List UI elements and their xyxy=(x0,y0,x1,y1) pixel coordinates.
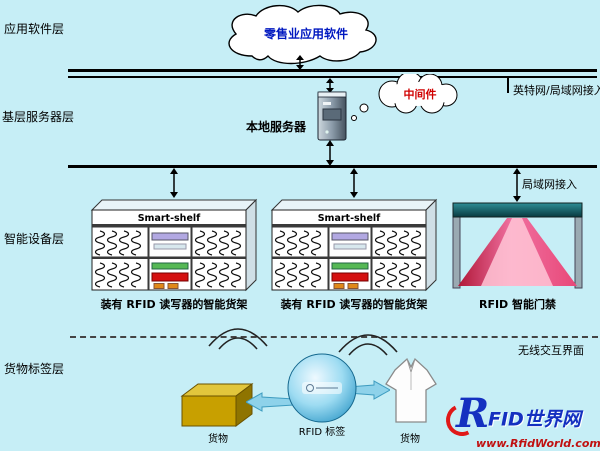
radio-wave-left-icon xyxy=(208,328,268,350)
brand-r-logo-icon: R xyxy=(441,390,489,441)
arrow-tag-to-box-icon xyxy=(246,392,294,412)
arrow-bus2-shelf2-icon xyxy=(350,168,358,198)
layer-label-application: 应用软件层 xyxy=(4,22,65,36)
local-server-label: 本地服务器 xyxy=(246,120,307,134)
middleware-bubble-icon: 中间件 xyxy=(351,74,458,121)
smart-shelf-1-icon: Smart-shelf xyxy=(90,198,258,292)
shelf1-title: Smart-shelf xyxy=(138,213,201,224)
brand-r-letter: R xyxy=(456,390,490,437)
shelf1-caption: 装有 RFID 读写器的智能货架 xyxy=(100,298,248,311)
internet-branch-line xyxy=(507,78,509,93)
application-cloud-icon: 零售业应用软件 xyxy=(228,4,377,65)
brand-name: FID世界网 xyxy=(488,408,581,431)
arrow-bus2-shelf1-icon xyxy=(170,168,178,198)
bus-line-1b xyxy=(68,76,597,78)
rfid-tag-caption: RFID 标签 xyxy=(298,427,346,438)
middleware-label: 中间件 xyxy=(404,87,437,101)
goods-box-caption: 货物 xyxy=(208,434,228,445)
internet-access-label: 英特网/局域网接入 xyxy=(513,84,600,97)
goods-box-icon xyxy=(180,383,254,427)
wireless-boundary-line xyxy=(70,336,598,338)
layer-label-device: 智能设备层 xyxy=(4,232,65,246)
bus-line-2 xyxy=(68,165,597,168)
watermark: R FID世界网 www.RfidWorld.com.cn xyxy=(441,390,600,450)
radio-wave-right-icon xyxy=(338,334,398,356)
rfid-gate-icon xyxy=(452,202,583,289)
lan-access-label: 局域网接入 xyxy=(522,178,577,191)
bus-line-1a xyxy=(68,69,597,72)
goods-clothing-icon xyxy=(385,357,437,423)
wireless-interface-label: 无线交互界面 xyxy=(518,344,584,357)
arrow-server-bus2-icon xyxy=(326,140,334,166)
brand-url: www.RfidWorld.com.cn xyxy=(476,437,600,450)
gate-caption: RFID 智能门禁 xyxy=(478,298,557,311)
application-cloud-label: 零售业应用软件 xyxy=(263,26,348,41)
shelf2-caption: 装有 RFID 读写器的智能货架 xyxy=(280,298,428,311)
local-server-icon xyxy=(317,91,347,141)
arrow-cloud-bus-icon xyxy=(296,55,304,70)
layer-label-server: 基层服务器层 xyxy=(2,110,75,124)
layer-label-tag: 货物标签层 xyxy=(4,362,65,376)
shelf2-title: Smart-shelf xyxy=(318,213,381,224)
rfid-tag-sphere-icon xyxy=(287,353,357,423)
arrow-bus-server-icon xyxy=(326,78,334,93)
arrow-bus2-gate-icon xyxy=(513,168,521,202)
goods-clothing-caption: 货物 xyxy=(400,434,420,445)
smart-shelf-2-icon: Smart-shelf xyxy=(270,198,438,292)
